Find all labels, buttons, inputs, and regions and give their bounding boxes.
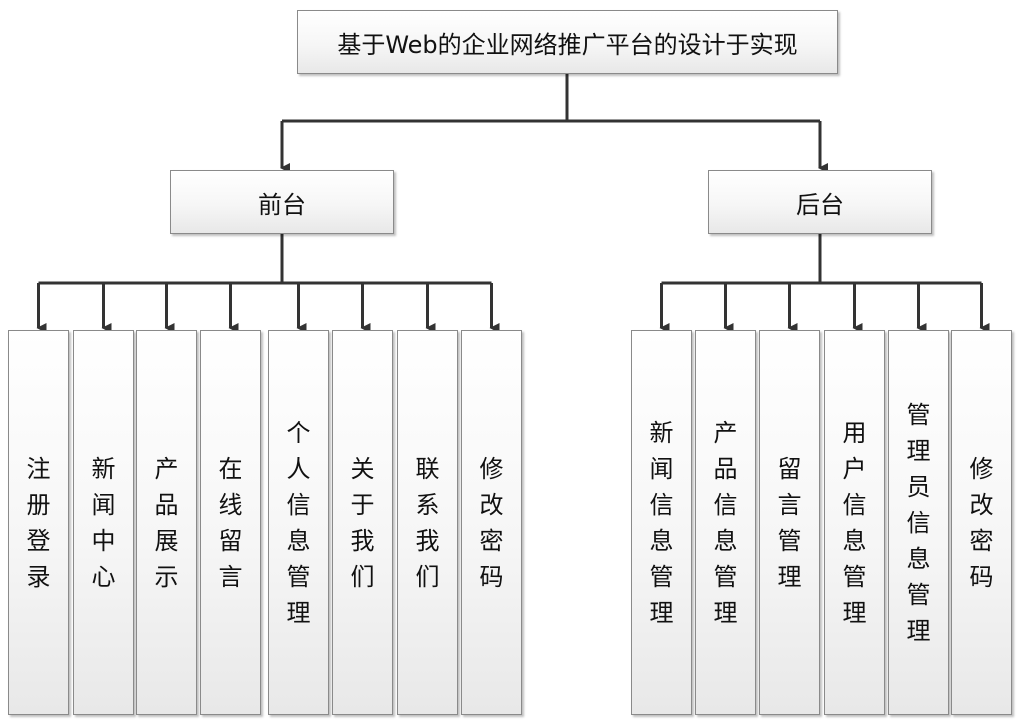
leaf-node: 用户信息管理 xyxy=(824,330,885,715)
root-title: 基于Web的企业网络推广平台的设计于实现 xyxy=(337,30,798,59)
leaf-label: 产品信息管理 xyxy=(713,418,738,627)
leaf-label: 新闻中心 xyxy=(91,454,116,591)
leaf-node: 新闻中心 xyxy=(73,330,134,715)
leaf-label: 留言管理 xyxy=(777,454,802,591)
leaf-label: 管理员信息管理 xyxy=(906,400,931,645)
leaf-node: 注册登录 xyxy=(8,330,69,715)
leaf-label: 联系我们 xyxy=(415,454,440,591)
branch-node-backend: 后台 xyxy=(708,170,932,234)
leaf-label: 注册登录 xyxy=(26,454,51,591)
leaf-node: 产品信息管理 xyxy=(695,330,756,715)
leaf-node: 修改密码 xyxy=(951,330,1012,715)
leaf-node: 修改密码 xyxy=(461,330,522,715)
leaf-node: 产品展示 xyxy=(136,330,197,715)
leaf-node: 在线留言 xyxy=(200,330,261,715)
leaf-node: 关于我们 xyxy=(332,330,393,715)
leaf-label: 产品展示 xyxy=(154,454,179,591)
leaf-label: 关于我们 xyxy=(350,454,375,591)
branch-label: 后台 xyxy=(796,190,844,219)
leaf-node: 留言管理 xyxy=(759,330,820,715)
root-node: 基于Web的企业网络推广平台的设计于实现 xyxy=(297,10,838,74)
leaf-node: 管理员信息管理 xyxy=(888,330,949,715)
leaf-label: 在线留言 xyxy=(218,454,243,591)
leaf-label: 用户信息管理 xyxy=(842,418,867,627)
leaf-label: 修改密码 xyxy=(969,454,994,591)
branch-label: 前台 xyxy=(258,190,306,219)
leaf-label: 修改密码 xyxy=(479,454,504,591)
leaf-node: 联系我们 xyxy=(397,330,458,715)
leaf-node: 个人信息管理 xyxy=(268,330,329,715)
branch-node-frontend: 前台 xyxy=(170,170,394,234)
leaf-label: 新闻信息管理 xyxy=(649,418,674,627)
leaf-node: 新闻信息管理 xyxy=(631,330,692,715)
leaf-label: 个人信息管理 xyxy=(286,418,311,627)
